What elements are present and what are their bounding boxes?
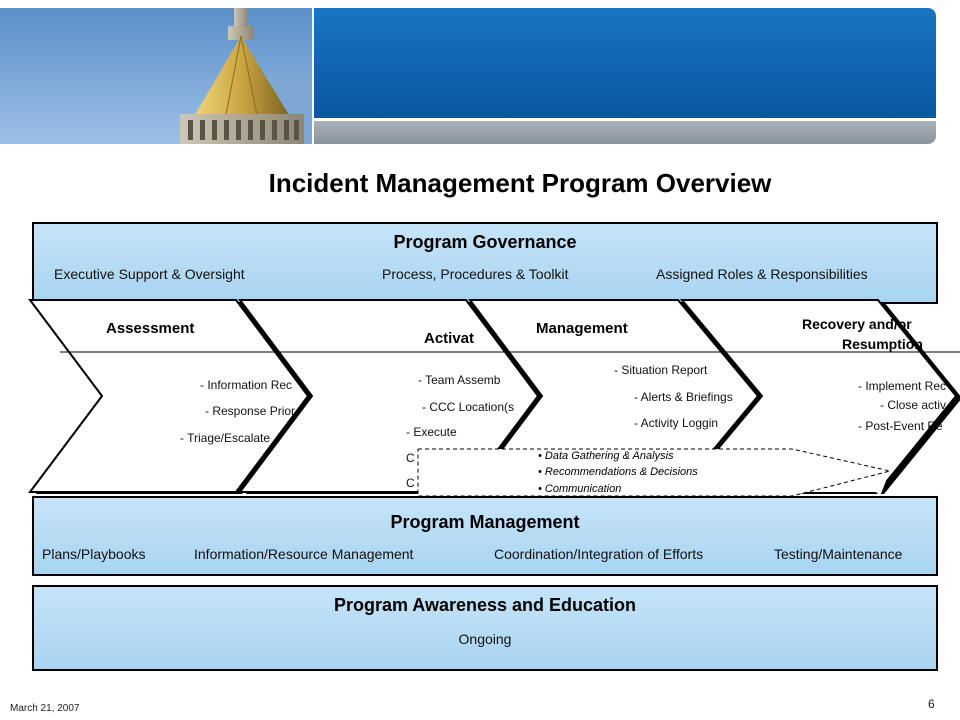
management-item-2: - Alerts & Briefings <box>634 390 733 404</box>
management-item-information: Information/Resource Management <box>194 546 414 562</box>
governance-item-executive: Executive Support & Oversight <box>54 266 245 282</box>
awareness-title: Program Awareness and Education <box>333 595 637 615</box>
phase-title-activation: Activat <box>424 330 475 347</box>
callout-arrow <box>417 444 891 497</box>
program-governance-panel: Program Governance Executive Support & O… <box>32 222 938 304</box>
activation-item-4: C <box>406 451 415 465</box>
governance-item-roles: Assigned Roles & Responsibilities <box>656 266 868 282</box>
assessment-item-1: - Information Rec <box>200 378 293 392</box>
callout-item-2: • Recommendations & Decisions <box>538 466 698 478</box>
management-item-1: - Situation Report <box>614 363 708 377</box>
awareness-subtitle: Ongoing <box>458 631 512 647</box>
chevron-assessment <box>28 299 310 493</box>
program-management-panel: Program Management Plans/Playbooks Infor… <box>32 496 938 576</box>
page-title: Incident Management Program Overview <box>268 168 772 198</box>
phase-title-management: Management <box>536 320 628 337</box>
header-blue-bar <box>314 8 936 118</box>
management-title: Program Management <box>390 512 580 532</box>
assessment-item-3: - Triage/Escalate <box>180 431 271 445</box>
activation-item-1: - Team Assemb <box>418 373 501 387</box>
header-building-photo <box>0 8 312 144</box>
management-item-3: - Activity Loggin <box>634 416 719 430</box>
recovery-item-1: - Implement Rec <box>858 379 947 393</box>
program-awareness-panel: Program Awareness and Education Ongoing <box>32 585 938 671</box>
header-gray-bar <box>314 121 936 144</box>
phase-title-recovery-line1: Recovery and/or <box>802 316 912 332</box>
activation-item-3: - Execute <box>406 425 457 439</box>
chevron-shapes <box>28 299 958 493</box>
management-item-plans: Plans/Playbooks <box>42 546 146 562</box>
phase-title-assessment: Assessment <box>106 320 195 337</box>
callout-item-3: • Communication <box>538 483 622 495</box>
footer-date: March 21, 2007 <box>10 703 80 714</box>
recovery-item-2: - Close activ <box>880 398 947 412</box>
governance-item-process: Process, Procedures & Toolkit <box>382 266 569 282</box>
management-item-testing: Testing/Maintenance <box>774 546 903 562</box>
assessment-item-2: - Response Prior <box>205 404 296 418</box>
recovery-item-3: - Post-Event Re <box>858 419 943 433</box>
activation-item-5: C <box>406 476 415 490</box>
governance-title: Program Governance <box>393 232 577 252</box>
management-item-coordination: Coordination/Integration of Efforts <box>494 546 704 562</box>
phase-chevrons <box>28 299 960 494</box>
callout-item-1: • Data Gathering & Analysis <box>538 450 674 462</box>
page-number: 6 <box>928 697 935 711</box>
phase-title-recovery-line2: Resumption <box>842 336 923 352</box>
activation-item-2: - CCC Location(s <box>422 400 515 414</box>
